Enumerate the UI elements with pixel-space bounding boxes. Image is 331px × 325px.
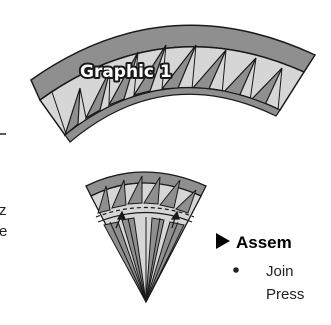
top-arc-unit (31, 25, 315, 142)
assembly-section: Assem Join Press (216, 233, 304, 303)
bullet-dot-icon (233, 267, 239, 273)
margin-text-a: z (0, 202, 7, 219)
graphic-label: Graphic 1 (80, 62, 172, 82)
margin-text-b: e (0, 223, 7, 240)
bullet-line-1: Join (266, 263, 294, 280)
fan-unit (86, 172, 206, 302)
assembly-heading: Assem (236, 233, 292, 252)
assembly-arrow-icon (216, 233, 230, 249)
bullet-line-2: Press (266, 286, 304, 303)
